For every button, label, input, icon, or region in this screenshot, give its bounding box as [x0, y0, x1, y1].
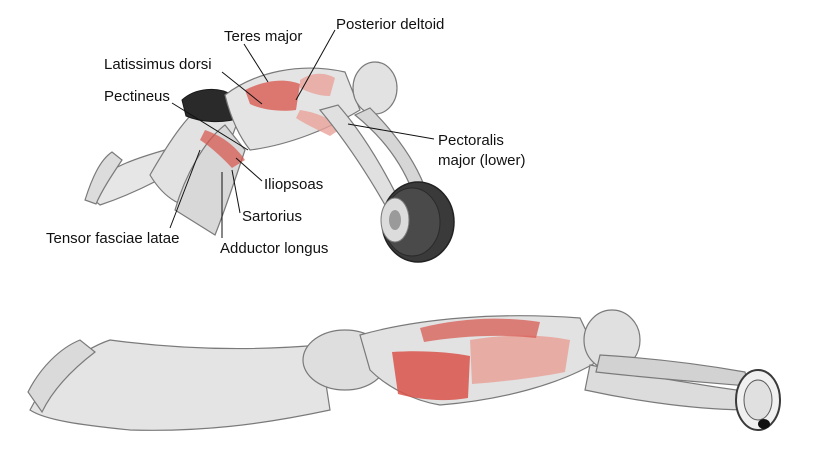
leader-pectoralis: [347, 123, 435, 140]
label-adductor-longus: Adductor longus: [220, 240, 329, 257]
leader-tensor-fasciae-latae: [169, 149, 201, 229]
kneeling-hipflexor-highlight: [200, 130, 245, 168]
prone-obliques-highlight: [470, 335, 570, 384]
leader-teres-major: [243, 43, 269, 83]
label-pectineus: Pectineus: [104, 88, 170, 105]
label-pectoralis-line1: Pectoralis: [438, 132, 504, 149]
kneeling-figure: [84, 61, 455, 263]
label-teres-major: Teres major: [224, 28, 303, 45]
prone-rectus-abdominis-highlight: [392, 351, 470, 401]
leader-pectineus: [171, 102, 249, 151]
kneeling-pectoral-highlight: [296, 110, 342, 136]
prone-lats-highlight: [420, 318, 540, 342]
leader-latissimus-dorsi: [221, 71, 263, 105]
label-latissimus-dorsi: Latissimus dorsi: [104, 56, 212, 73]
label-posterior-deltoid: Posterior deltoid: [336, 16, 445, 33]
prone-foot: [27, 339, 96, 414]
leader-iliopsoas: [235, 157, 263, 182]
kneeling-head: [352, 61, 398, 115]
label-pectoralis-line2: major (lower): [438, 152, 526, 169]
label-sartorius: Sartorius: [242, 208, 303, 225]
kneeling-latissimus-highlight: [245, 80, 300, 111]
label-iliopsoas: Iliopsoas: [264, 176, 324, 193]
kneeling-ab-wheel: [380, 181, 455, 263]
label-tensor-fasciae-latae: Tensor fasciae latae: [46, 230, 180, 247]
leader-posterior-deltoid: [295, 29, 336, 101]
leader-sartorius: [231, 169, 241, 214]
leader-lines: [169, 29, 435, 238]
prone-ab-wheel: [735, 369, 781, 431]
kneeling-arm-near: [318, 104, 399, 206]
kneeling-deltoid-highlight: [300, 73, 335, 96]
kneeling-foot: [84, 151, 123, 205]
prone-figure: [27, 309, 781, 431]
